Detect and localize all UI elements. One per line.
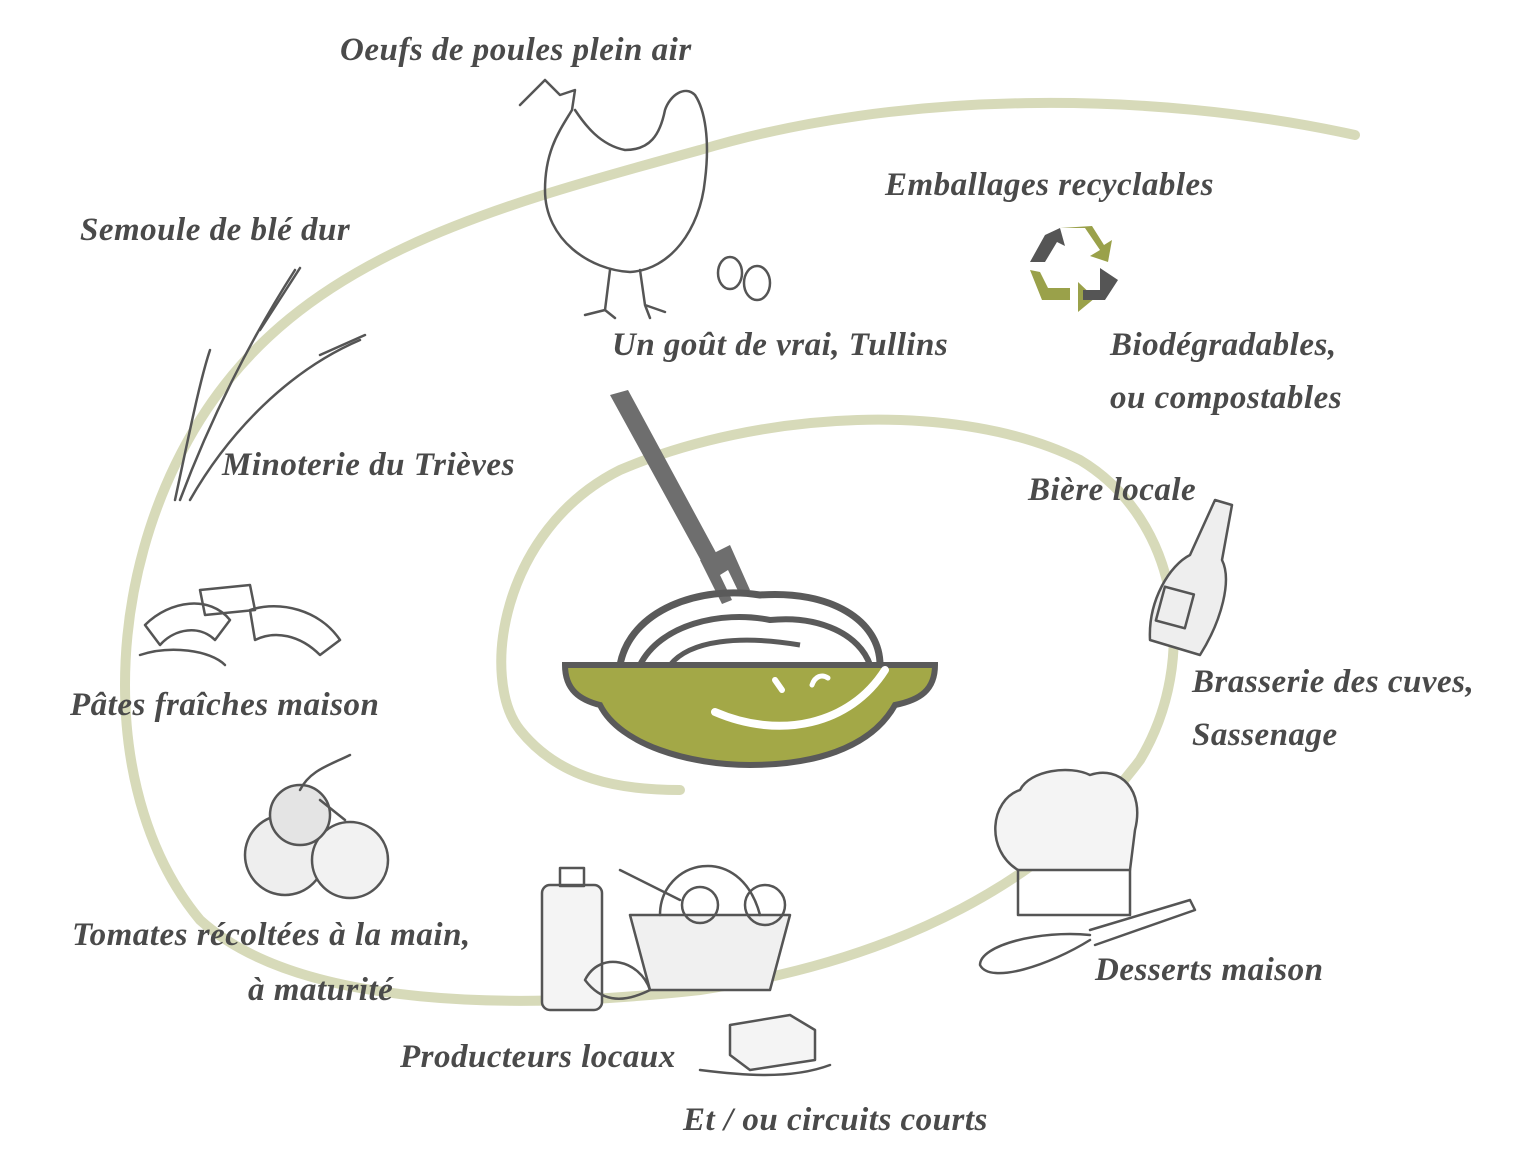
label-biodegradable-2: ou compostables	[1110, 380, 1342, 416]
label-eggs-supplier: Un goût de vrai, Tullins	[612, 327, 948, 363]
hen-icon	[518, 78, 709, 320]
label-producers: Producteurs locaux	[399, 1039, 676, 1075]
label-brewery-1: Brasserie des cuves,	[1191, 664, 1474, 700]
label-packaging: Emballages recyclables	[884, 167, 1214, 203]
pasta-bowl-icon	[561, 589, 939, 769]
label-tomatoes-2: à maturité	[248, 972, 394, 1008]
label-biodegradable-1: Biodégradables,	[1109, 327, 1337, 363]
eggs-icon	[716, 255, 772, 302]
butter-icon	[698, 1013, 832, 1077]
tomatoes-icon	[243, 753, 390, 900]
wheat-icon	[173, 266, 367, 502]
label-tomatoes-1: Tomates récoltées à la main,	[72, 917, 471, 953]
label-desserts: Desserts maison	[1094, 952, 1323, 988]
label-short-circuits: Et / ou circuits courts	[682, 1102, 988, 1138]
label-semolina: Semoule de blé dur	[80, 212, 351, 248]
label-brewery-2: Sassenage	[1192, 717, 1338, 753]
whisk-icon	[978, 898, 1197, 975]
label-eggs: Oeufs de poules plein air	[340, 32, 692, 68]
chef-hat-icon	[994, 768, 1139, 917]
label-mill: Minoterie du Trièves	[221, 447, 515, 483]
pasta-icon	[138, 583, 342, 667]
label-pasta: Pâtes fraîches maison	[69, 687, 379, 723]
label-beer: Bière locale	[1027, 472, 1196, 508]
vegetable-basket-icon	[583, 864, 792, 1000]
fork-icon	[610, 390, 750, 604]
beer-bottle-icon	[1148, 498, 1234, 657]
recycle-icon	[1030, 226, 1118, 312]
